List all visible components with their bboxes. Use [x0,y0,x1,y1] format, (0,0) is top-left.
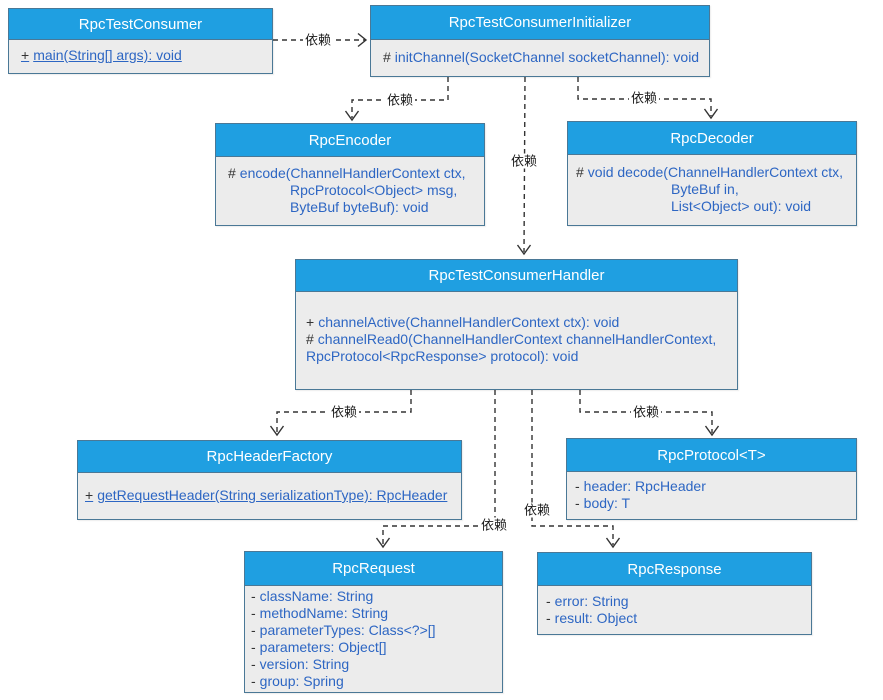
class-member: ByteBuf in, [671,180,739,197]
class-title: RpcEncoder [216,124,484,157]
class-title: RpcHeaderFactory [78,441,461,473]
class-box-rpctestconsumerinitializer: RpcTestConsumerInitializer #initChannel(… [370,5,710,77]
class-member: -methodName: String [251,604,389,621]
dependency-edge-handler-to-headerfactory [276,390,412,433]
class-box-rpcdecoder: RpcDecoder #void decode(ChannelHandlerCo… [567,121,857,226]
class-member: #encode(ChannelHandlerContext ctx, [228,164,466,181]
class-member: -error: String [546,592,629,609]
class-member: ByteBuf byteBuf): void [290,198,429,215]
dependency-arrowhead [605,537,621,549]
class-member: #channelRead0(ChannelHandlerContext chan… [306,330,717,347]
dependency-edge-initializer-to-decoder [577,77,712,116]
class-member: RpcProtocol<Object> msg, [290,181,458,198]
dependency-arrowhead [357,32,368,48]
class-box-rpcresponse: RpcResponse -error: String -result: Obje… [537,552,812,635]
class-member: +main(String[] args): void [21,47,182,63]
class-title: RpcRequest [245,552,502,586]
class-box-rpcencoder: RpcEncoder #encode(ChannelHandlerContext… [215,123,485,226]
class-box-rpctestconsumer: RpcTestConsumer +main(String[] args): vo… [8,8,273,74]
dependency-edge-handler-to-rpcprotocol [579,390,713,433]
class-member: -header: RpcHeader [575,478,706,494]
class-box-rpcrequest: RpcRequest -className: String -methodNam… [244,551,503,693]
dependency-edge-handler-to-rpcrequest [382,390,496,545]
dependency-edge-initializer-to-encoder [351,77,449,118]
dependency-arrowhead [704,425,720,437]
class-member: #void decode(ChannelHandlerContext ctx, [576,163,844,180]
class-title: RpcTestConsumer [9,9,272,40]
dependency-label: 依赖 [508,153,540,169]
dependency-label: 依赖 [630,404,662,420]
class-box-rpctestconsumerhandler: RpcTestConsumerHandler +channelActive(Ch… [295,259,738,390]
class-member: +getRequestHeader(String serializationTy… [85,487,448,503]
dependency-label: 依赖 [628,90,660,106]
dependency-label: 依赖 [521,502,553,518]
dependency-edge-initializer-to-handler [523,76,526,253]
class-member: +channelActive(ChannelHandlerContext ctx… [306,313,620,330]
class-title: RpcResponse [538,553,811,586]
dependency-arrowhead [375,537,391,549]
class-member: -result: Object [546,609,638,626]
class-member: -className: String [251,587,374,604]
dependency-label: 依赖 [478,517,510,533]
dependency-edge-handler-to-rpcresponse [531,390,614,545]
class-member: -version: String [251,655,350,672]
class-member: -group: Spring [251,672,344,689]
class-box-rpcheaderfactory: RpcHeaderFactory +getRequestHeader(Strin… [77,440,462,520]
dependency-arrowhead [703,108,719,120]
class-title: RpcTestConsumerHandler [296,260,737,292]
class-member: -body: T [575,495,631,511]
class-member: RpcProtocol<RpcResponse> protocol): void [306,347,579,364]
dependency-label: 依赖 [328,404,360,420]
class-box-rpcprotocol: RpcProtocol<T> -header: RpcHeader -body:… [566,438,857,520]
dependency-arrowhead [269,425,285,437]
class-title: RpcTestConsumerInitializer [371,6,709,40]
class-member: #initChannel(SocketChannel socketChannel… [383,48,700,65]
class-member: -parameterTypes: Class<?>[] [251,621,436,638]
class-title: RpcProtocol<T> [567,439,856,472]
dependency-label: 依赖 [384,92,416,108]
dependency-label: 依赖 [302,32,334,48]
class-member: List<Object> out): void [671,197,812,214]
dependency-arrowhead [516,244,532,256]
class-title: RpcDecoder [568,122,856,155]
class-member: -parameters: Object[] [251,638,387,655]
dependency-arrowhead [344,110,360,122]
